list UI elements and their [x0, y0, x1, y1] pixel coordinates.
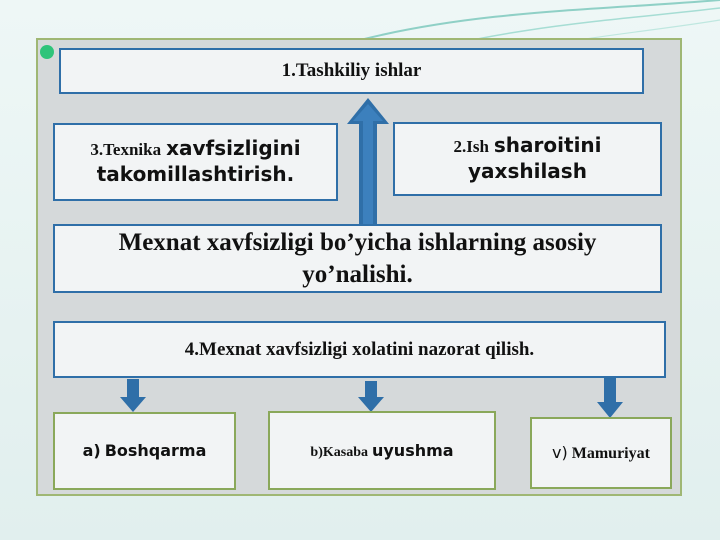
- fourth-box-text: 4.Mexnat xavfsizligi xolatini nazorat qi…: [184, 338, 535, 360]
- box-safety-control: 4.Mexnat xavfsizligi xolatini nazorat qi…: [53, 321, 666, 378]
- top-box-text: 1.Tashkiliy ishlar: [281, 60, 422, 81]
- sub-b-text: uyushma: [371, 440, 454, 460]
- down-arrow-a: [120, 379, 146, 412]
- left-box-line1: xavfsizligini: [166, 136, 301, 160]
- left-box-prefix: 3.Texnika: [90, 140, 162, 159]
- up-arrow: [347, 98, 389, 230]
- sub-a-prefix: a): [82, 441, 101, 460]
- box-boshqarma: a) Boshqarma: [53, 412, 236, 490]
- box-main-directions: Mexnat xavfsizligi bo’yicha ishlarning a…: [53, 224, 662, 293]
- down-arrow-v: [597, 377, 623, 418]
- box-technical-safety: 3.Texnika xavfsizligini takomillashtiris…: [53, 123, 338, 201]
- left-box-line2: takomillashtirish.: [96, 162, 295, 186]
- box-work-conditions: 2.Ish sharoitini yaxshilash: [393, 122, 662, 196]
- box-organizational-work: 1.Tashkiliy ishlar: [59, 48, 644, 94]
- box-kasaba-uyushma: b)Kasaba uyushma: [268, 411, 496, 490]
- box-mamuriyat: v) Mamuriyat: [530, 417, 672, 489]
- right-box-line1: sharoitini: [493, 133, 602, 157]
- sub-b-prefix: b)Kasaba: [310, 444, 368, 460]
- bullet-dot: [40, 45, 54, 59]
- down-arrow-b: [358, 381, 384, 412]
- center-box-line1: Mexnat xavfsizligi bo’yicha ishlarning a…: [118, 228, 597, 256]
- center-box-line2: yo’nalishi.: [302, 260, 413, 288]
- sub-v-prefix: v): [552, 443, 568, 462]
- right-box-line2: yaxshilash: [468, 159, 587, 183]
- sub-a-text: Boshqarma: [104, 441, 207, 460]
- sub-v-text: Mamuriyat: [571, 445, 650, 462]
- right-box-prefix: 2.Ish: [453, 137, 489, 156]
